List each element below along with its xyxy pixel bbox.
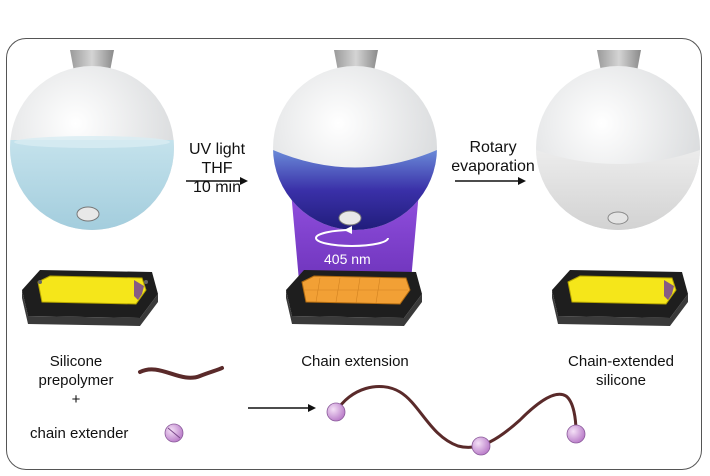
stir-bar-icon — [607, 211, 629, 225]
prepolymer-label: Silicone prepolymer + — [18, 352, 134, 409]
prepolymer-line3: + — [71, 391, 81, 408]
chain-extension-label: Chain extension — [301, 353, 409, 370]
step1-line2: THF — [201, 160, 233, 177]
led-plate-left — [22, 270, 158, 326]
step1-line1: UV light — [188, 141, 246, 158]
step2-line2: evaporation — [451, 158, 535, 175]
step1-line3: 10 min — [192, 179, 242, 196]
step2-label: Rotary evaporation — [450, 138, 536, 176]
chain-extender-label: chain extender — [30, 425, 129, 442]
step1-label: UV light THF 10 min — [186, 140, 248, 197]
extended-chain-icon — [326, 384, 586, 456]
arrow-bottom-icon — [248, 404, 316, 412]
chain-extended-label: Chain-extended silicone — [556, 352, 686, 390]
prepolymer-chain-icon — [138, 366, 224, 380]
led-plate-middle — [286, 270, 422, 326]
prepolymer-line2: prepolymer — [38, 372, 114, 389]
flask-right — [536, 50, 700, 230]
chain-extended-line2: silicone — [595, 372, 647, 389]
led-plate-right — [552, 270, 688, 326]
chain-extended-line1: Chain-extended — [568, 353, 674, 370]
rotation-arrow-icon — [315, 226, 389, 247]
chain-extender-bead-icon — [164, 423, 184, 443]
arrow-step1-icon — [186, 177, 248, 185]
flask-middle — [273, 50, 437, 230]
wavelength-label: 405 nm — [324, 251, 371, 267]
flask-left — [10, 50, 174, 230]
stir-bar-icon — [76, 206, 100, 222]
stir-bar-icon — [338, 210, 362, 226]
step2-line1: Rotary — [469, 139, 517, 156]
prepolymer-line1: Silicone — [49, 353, 103, 370]
arrow-step2-icon — [455, 177, 526, 185]
